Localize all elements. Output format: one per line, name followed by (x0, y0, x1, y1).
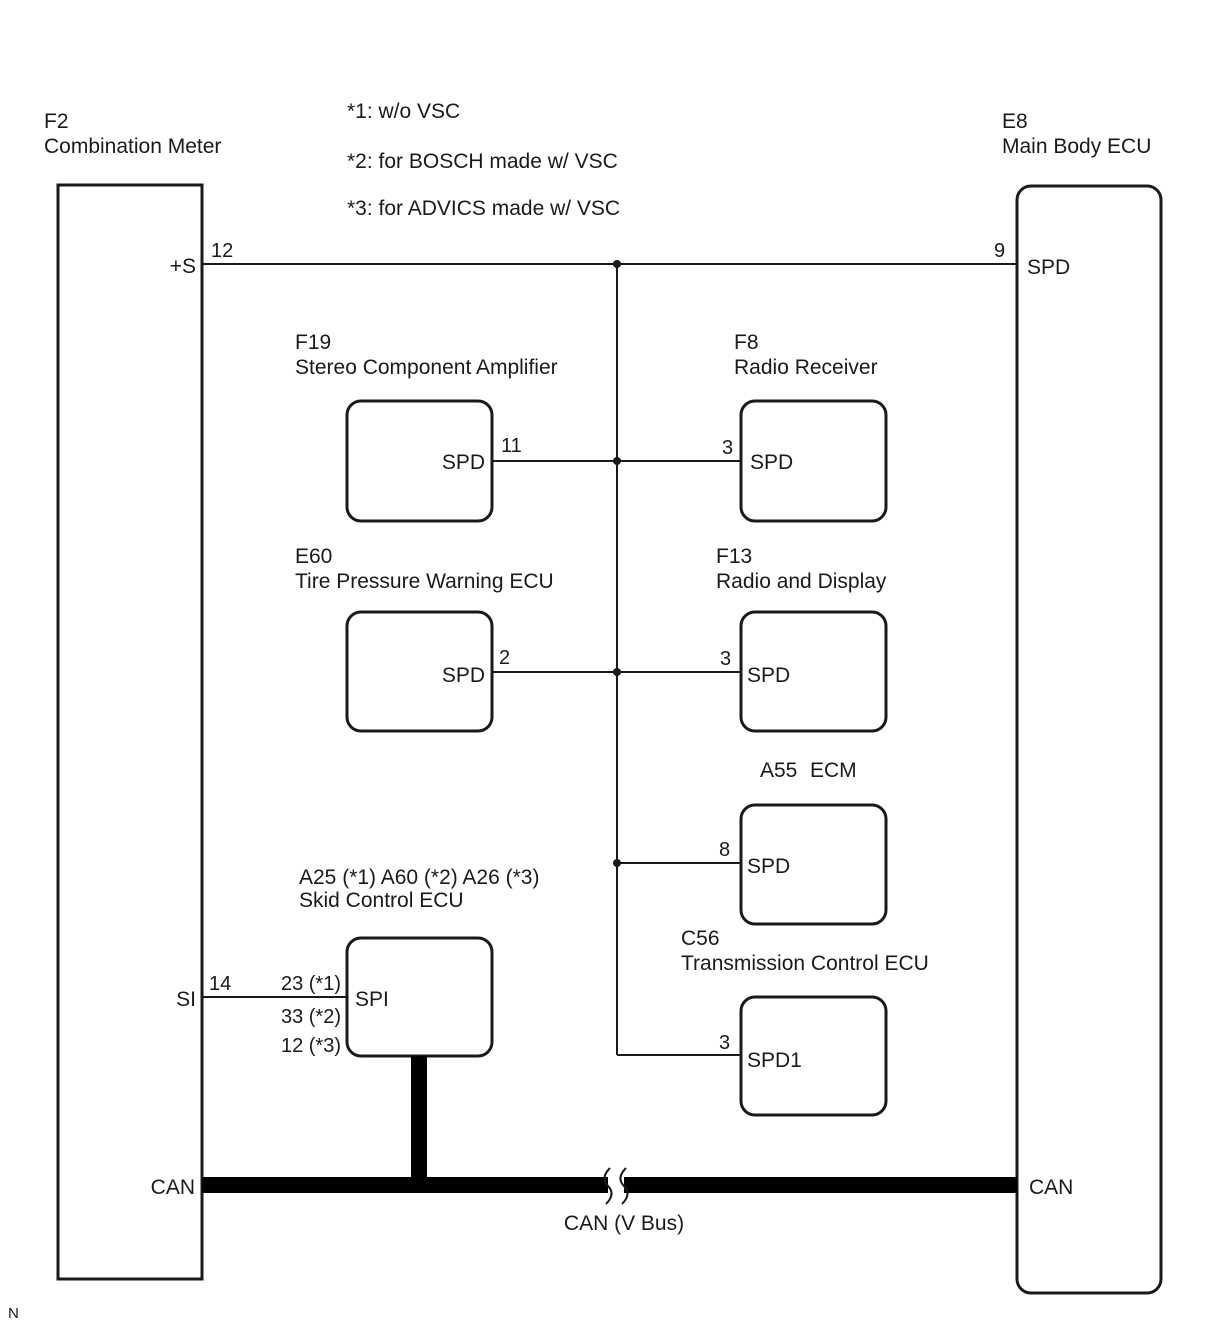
skid-ecu-name: Skid Control ECU (299, 889, 464, 912)
skid-ecu-pin-2: 33 (*2) (281, 1006, 341, 1028)
stereo-amplifier: F19 Stereo Component Amplifier SPD 11 (295, 331, 558, 523)
tire-pressure-ecu: E60 Tire Pressure Warning ECU SPD 2 (295, 545, 554, 733)
stereo-amp-name: Stereo Component Amplifier (295, 356, 558, 379)
plus-s-terminal: +S (170, 255, 196, 278)
can-bus: CAN (V Bus) (202, 1056, 1017, 1235)
main-body-ecu: E8 Main Body ECU SPD 9 CAN (994, 110, 1163, 1295)
tire-pressure-pin: 2 (499, 647, 510, 669)
si-terminal: SI (176, 988, 196, 1011)
notes: *1: w/o VSC *2: for BOSCH made w/ VSC *3… (347, 100, 620, 220)
plus-s-pin: 12 (211, 240, 233, 262)
combination-meter-code: F2 (44, 110, 69, 133)
meter-can-terminal: CAN (151, 1176, 195, 1199)
transmission-ecu-code: C56 (681, 927, 720, 950)
radio-display-name: Radio and Display (716, 570, 887, 593)
can-break-mark (603, 1167, 613, 1205)
combination-meter-name: Combination Meter (44, 135, 221, 158)
combination-meter: F2 Combination Meter +S 12 SI 14 CAN (44, 110, 233, 1281)
transmission-ecu-box (739, 995, 888, 1117)
main-body-ecu-name: Main Body ECU (1002, 135, 1151, 158)
corner-mark: N (8, 1305, 19, 1322)
note-1: *1: w/o VSC (347, 100, 460, 123)
radio-display-box (739, 610, 888, 733)
radio-receiver-name: Radio Receiver (734, 356, 878, 379)
speed-signal-wiring (202, 260, 1017, 1056)
main-body-ecu-box (1015, 184, 1163, 1295)
ecm-box (739, 803, 888, 926)
note-3: *3: for ADVICS made w/ VSC (347, 197, 620, 220)
junction-dot (613, 457, 621, 465)
ecm-pin: 8 (719, 839, 730, 861)
transmission-ecu-pin: 3 (719, 1032, 730, 1054)
tire-pressure-box (345, 610, 494, 733)
tire-pressure-code: E60 (295, 545, 332, 568)
stereo-amp-pin: 11 (501, 435, 522, 457)
transmission-ecu-terminal: SPD1 (747, 1049, 802, 1072)
combination-meter-box (56, 183, 204, 1281)
transmission-ecu-name: Transmission Control ECU (681, 952, 929, 975)
ecm-name: ECM (810, 759, 857, 782)
si-pin: 14 (209, 973, 231, 995)
tire-pressure-terminal: SPD (442, 664, 485, 687)
ecm-code: A55 (760, 759, 797, 782)
ecm: A55 ECM SPD 8 (719, 759, 888, 926)
stereo-amp-box (345, 399, 494, 523)
stereo-amp-code: F19 (295, 331, 331, 354)
stereo-amp-terminal: SPD (442, 451, 485, 474)
radio-and-display: F13 Radio and Display SPD 3 (716, 545, 888, 733)
radio-receiver: F8 Radio Receiver SPD 3 (722, 331, 888, 523)
note-2: *2: for BOSCH made w/ VSC (347, 150, 618, 173)
radio-receiver-code: F8 (734, 331, 759, 354)
radio-display-pin: 3 (720, 648, 731, 670)
skid-ecu-pin-3: 12 (*3) (281, 1035, 341, 1057)
ecm-terminal: SPD (747, 855, 790, 878)
transmission-control-ecu: C56 Transmission Control ECU SPD1 3 (681, 927, 929, 1117)
tire-pressure-name: Tire Pressure Warning ECU (295, 570, 554, 593)
main-body-spd-pin: 9 (994, 240, 1005, 262)
skid-control-ecu: A25 (*1) A60 (*2) A26 (*3) Skid Control … (281, 866, 539, 1058)
skid-ecu-terminal: SPI (355, 988, 389, 1011)
junction-dot (613, 859, 621, 867)
main-body-can-terminal: CAN (1029, 1176, 1073, 1199)
can-break-mark (619, 1167, 629, 1205)
junction-dot (613, 260, 621, 268)
radio-receiver-terminal: SPD (750, 451, 793, 474)
can-bus-label: CAN (V Bus) (564, 1212, 684, 1235)
radio-receiver-pin: 3 (722, 437, 733, 459)
radio-display-code: F13 (716, 545, 752, 568)
skid-ecu-code: A25 (*1) A60 (*2) A26 (*3) (299, 866, 539, 889)
main-body-spd-terminal: SPD (1027, 256, 1070, 279)
radio-receiver-box (739, 399, 888, 523)
skid-ecu-pin-1: 23 (*1) (281, 973, 341, 995)
junction-dot (613, 668, 621, 676)
radio-display-terminal: SPD (747, 664, 790, 687)
main-body-ecu-code: E8 (1002, 110, 1028, 133)
